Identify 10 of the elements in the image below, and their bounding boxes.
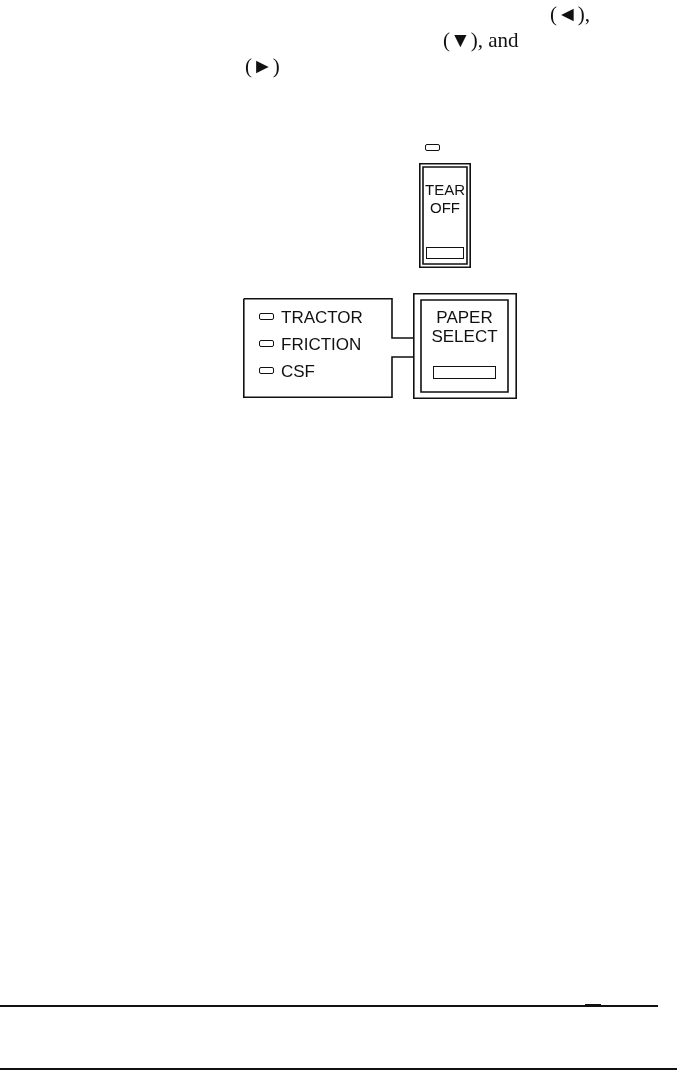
paper-path-indicator-panel (243, 298, 413, 398)
indicator-label: CSF (281, 362, 315, 381)
button-label: TEAR OFF (424, 181, 466, 217)
indicator-label: TRACTOR (281, 308, 363, 327)
paper-select-button-panel (413, 293, 517, 399)
button-label: PAPER SELECT (430, 308, 499, 346)
text-fragment: (►) (245, 54, 280, 79)
text-fragment: (◄), (550, 2, 591, 27)
indicator-label: FRICTION (281, 335, 362, 354)
text-fragment: (▼), and (443, 28, 519, 53)
